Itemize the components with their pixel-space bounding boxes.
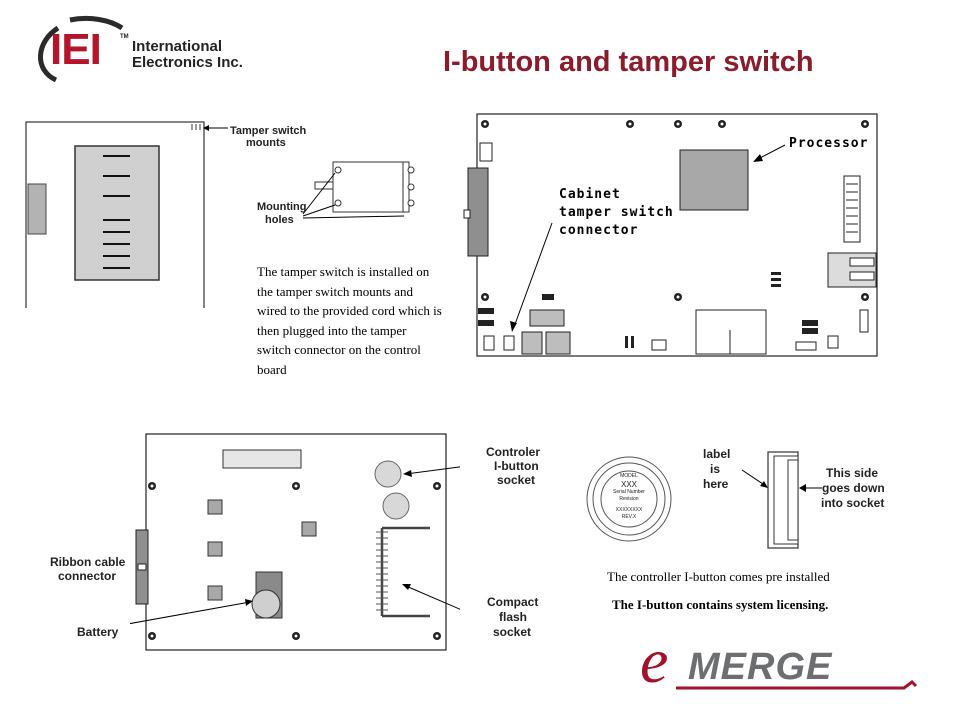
face-model: MODEL — [620, 473, 638, 479]
ibutton-face-rings — [586, 456, 672, 542]
ribbon-label-1: Ribbon cable — [50, 555, 126, 569]
cabinet-label-2: tamper switch — [559, 205, 674, 220]
panel-slots — [103, 155, 130, 269]
ibutton-face: MODEL XXX Serial Number Revision XXXXXXX… — [586, 456, 672, 542]
ribbon-label-2: connector — [58, 569, 117, 583]
face-revision: Revision — [619, 496, 639, 502]
processor-chip — [679, 149, 749, 211]
control-board-figure — [463, 113, 878, 357]
label-arrow — [741, 469, 767, 487]
holes-label-1: Mounting — [257, 201, 307, 213]
holes-arrow-1 — [302, 172, 336, 215]
ibutton-socket-label-1: Controler — [486, 445, 540, 459]
logo-tm: TM — [120, 34, 129, 40]
side-label-3: into socket — [821, 496, 885, 510]
holes-label-2: holes — [265, 214, 294, 226]
tamper-connector — [521, 331, 543, 355]
processor-label: Processor — [789, 136, 869, 151]
holes-arrow-3 — [302, 204, 336, 217]
label-here-3: here — [703, 477, 729, 491]
mounting-holes — [481, 120, 869, 301]
socket-board-figure — [130, 433, 460, 651]
iei-logo-swoosh — [38, 15, 124, 83]
flash-label-2: flash — [499, 610, 528, 624]
iei-logo: IEI TM International Electronics Inc. — [30, 14, 255, 86]
brand-e: e — [640, 625, 669, 696]
large-connector — [695, 309, 767, 355]
label-area — [222, 449, 302, 469]
battery-cell — [251, 589, 281, 619]
face-serial: Serial Number — [613, 489, 645, 495]
compact-flash-socket — [380, 526, 430, 618]
face-xxx: XXX — [620, 480, 637, 489]
enclosure-side-tab — [27, 183, 47, 235]
cabinet-label-1: Cabinet — [559, 187, 621, 202]
ibutton-socket-label-2: I-button — [494, 459, 539, 473]
side-label-2: goes down — [822, 481, 885, 495]
mounting-hole-top — [334, 166, 342, 174]
logo-abbrev: IEI — [50, 25, 102, 74]
label-here-2: is — [710, 462, 721, 476]
socket-mounting-holes — [148, 482, 441, 640]
connector-arrow — [513, 222, 553, 328]
page-title: I-button and tamper switch — [443, 46, 814, 78]
flash-arrow — [405, 585, 460, 610]
face-code: XXXXXXXX — [615, 507, 643, 513]
brand-rest: MERGE — [688, 646, 833, 688]
side-label-1: This side — [826, 466, 879, 480]
tamper-mount-figure — [25, 121, 415, 308]
mounting-hole-bottom — [334, 199, 342, 207]
board-panel — [74, 145, 160, 281]
brand-underline — [676, 680, 918, 690]
ibutton-arrow — [405, 466, 460, 475]
ibutton-socket-2 — [382, 492, 410, 520]
flash-label-1: Compact — [487, 595, 539, 609]
label-here-1: label — [703, 447, 731, 461]
battery-arrow — [130, 601, 251, 625]
emerge-logo: e MERGE — [636, 626, 926, 700]
logo-line-1: International — [132, 38, 223, 55]
ibutton-caption-1: The controller I-button comes pre instal… — [607, 569, 830, 584]
small-header — [479, 142, 493, 162]
ibutton-side-figure — [741, 451, 822, 549]
flash-label-3: socket — [493, 625, 532, 639]
ibutton-socket-1 — [374, 460, 402, 488]
square-components — [207, 499, 317, 601]
switch-body — [332, 161, 410, 213]
mounts-label-1: Tamper switch — [230, 125, 307, 137]
ibutton-caption-2: The I-button contains system licensing. — [612, 597, 829, 612]
ibutton-socket-label-3: socket — [497, 473, 536, 487]
mounts-arrowhead — [203, 125, 209, 131]
battery-label: Battery — [77, 625, 119, 639]
holes-arrow-2 — [302, 215, 405, 219]
switch-plunger — [314, 181, 334, 190]
ribbon-connector — [467, 167, 489, 257]
flash-pins — [376, 531, 388, 611]
tamper-description: The tamper switch is installed on the ta… — [257, 264, 442, 377]
logo-line-2: Electronics Inc. — [132, 54, 243, 71]
mount-tabs — [191, 124, 201, 130]
small-parts — [478, 272, 869, 351]
cabinet-label-3: connector — [559, 223, 639, 238]
face-rev: REV.X — [621, 514, 637, 520]
mounts-label-2: mounts — [246, 137, 286, 149]
